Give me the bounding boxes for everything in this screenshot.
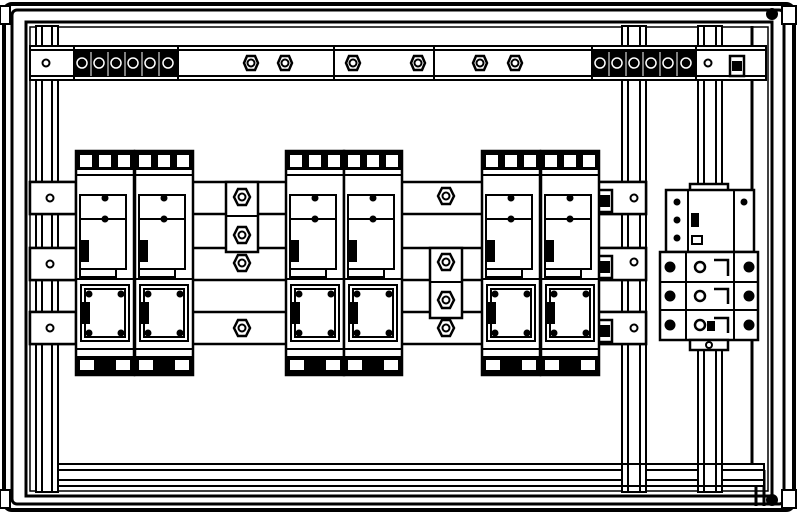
bottom-horizontal-rail (57, 463, 765, 487)
terminal-block-left (73, 51, 179, 77)
breaker-left-pair (74, 149, 195, 377)
breaker-center-pair (284, 149, 404, 377)
busbar-connectors (224, 180, 464, 338)
main-switch (658, 182, 760, 352)
breaker-right-pair (480, 149, 601, 377)
terminal-block-right (591, 51, 697, 77)
top-rail-bolts (242, 54, 524, 72)
